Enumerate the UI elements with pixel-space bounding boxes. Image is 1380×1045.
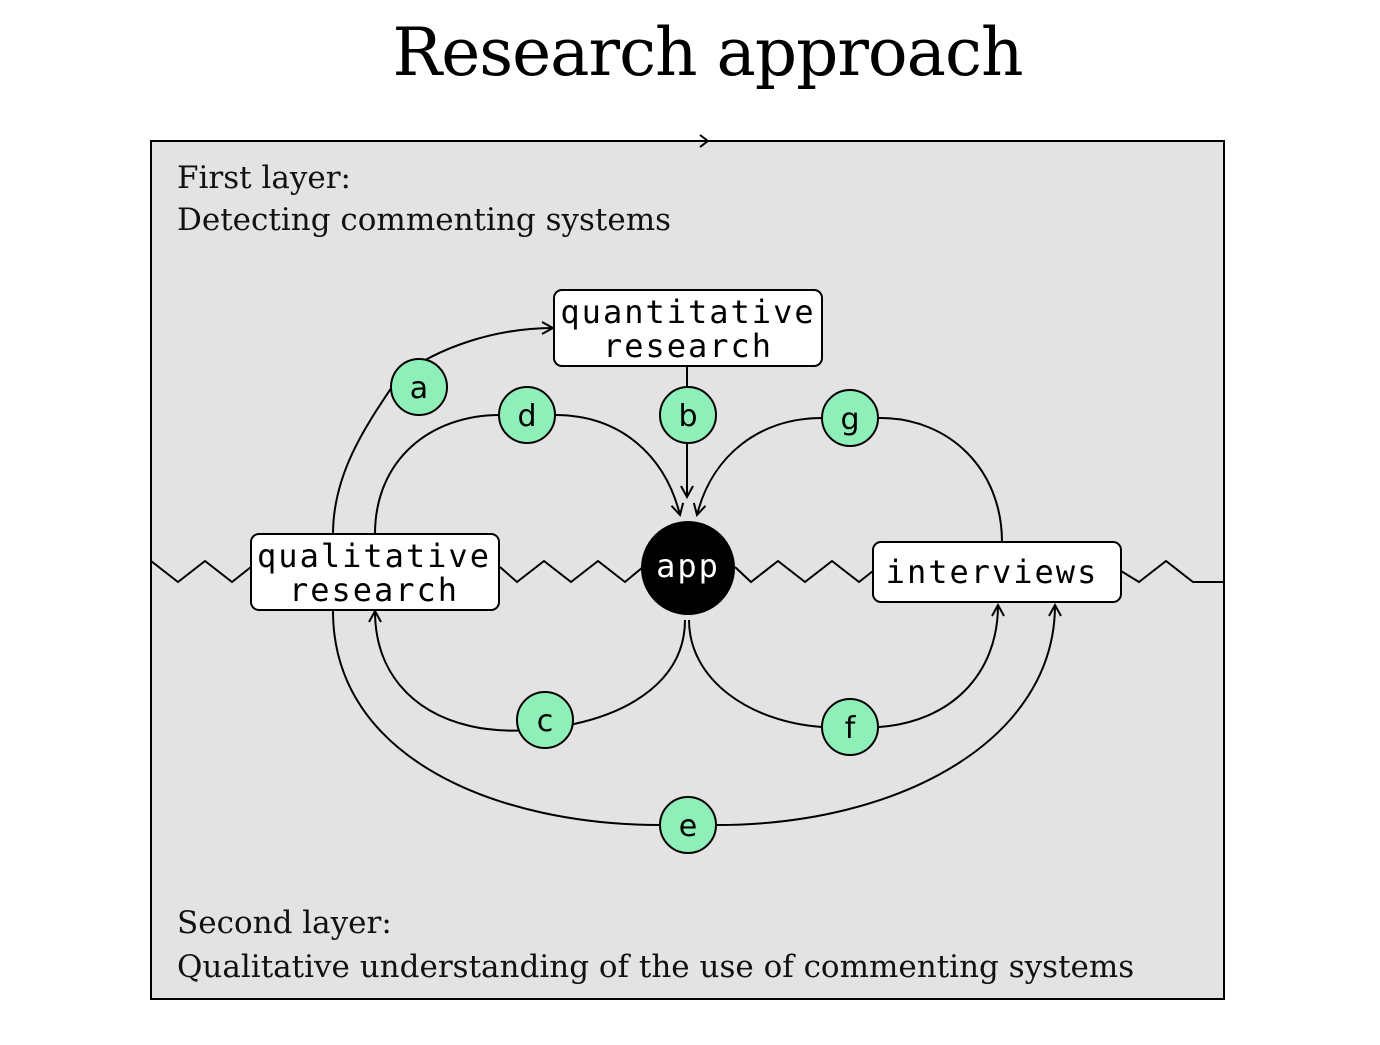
first-layer-description: Detecting commenting systems [177, 202, 671, 238]
top-chevron-icon [699, 134, 710, 148]
node-a: a [390, 358, 448, 416]
quantitative-research-label-line2: research [603, 327, 773, 365]
second-layer-description: Qualitative understanding of the use of … [177, 949, 1134, 985]
svg-text:f: f [845, 711, 857, 746]
qualitative-research-label-line1: qualitative [257, 537, 491, 575]
interviews-box: interviews [872, 541, 1122, 603]
svg-text:b: b [678, 399, 697, 434]
svg-text:g: g [840, 402, 859, 437]
svg-text:d: d [517, 399, 536, 434]
app-label: app [656, 547, 720, 585]
page-title: Research approach [392, 14, 1024, 91]
svg-text:a: a [410, 371, 428, 406]
svg-text:e: e [679, 809, 697, 844]
app-node: app [641, 521, 735, 615]
second-layer-label: Second layer: [177, 905, 392, 941]
connector-g [697, 417, 1003, 543]
node-d: d [498, 386, 556, 444]
node-g: g [821, 389, 879, 447]
quantitative-research-label-line1: quantitative [560, 293, 815, 331]
first-layer-label: First layer: [177, 160, 351, 196]
interviews-label: interviews [886, 553, 1099, 591]
svg-text:c: c [537, 704, 554, 739]
node-e: e [659, 796, 717, 854]
qualitative-research-box: qualitative research [250, 533, 500, 611]
qualitative-research-label-line2: research [289, 571, 459, 609]
layer-boundary-zigzag [150, 559, 1224, 584]
quantitative-research-box: quantitative research [553, 289, 823, 367]
node-b: b [659, 386, 717, 444]
node-c: c [516, 691, 574, 749]
node-f: f [821, 698, 879, 756]
